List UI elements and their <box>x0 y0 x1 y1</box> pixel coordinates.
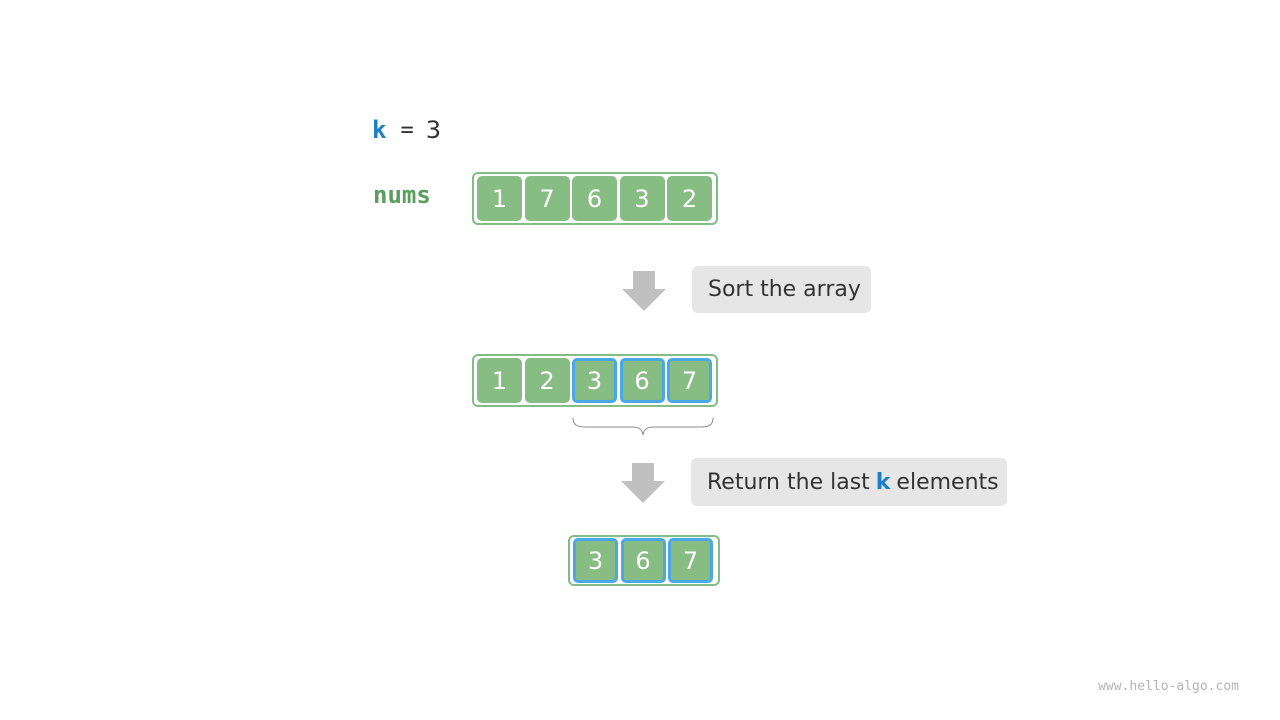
k-value: 3 <box>425 116 441 144</box>
return-step-label: Return the last k elements <box>691 458 1007 506</box>
brace-icon <box>572 417 714 436</box>
array-cell: 7 <box>524 176 570 221</box>
watermark: www.hello-algo.com <box>1098 679 1239 694</box>
k-variable: k <box>372 116 387 144</box>
array-cell: 2 <box>667 176 712 221</box>
array-cell: 6 <box>572 176 617 221</box>
return-step-prefix: Return the last <box>707 469 870 495</box>
sort-step-label: Sort the array <box>692 266 871 313</box>
return-step-suffix: elements <box>896 469 999 495</box>
return-step-k: k <box>875 469 891 495</box>
nums-label: nums <box>373 181 431 209</box>
k-equals-sign: = <box>400 117 414 143</box>
array-cell: 6 <box>619 358 665 403</box>
array-cell: 3 <box>573 538 618 583</box>
array-cell: 7 <box>667 358 712 403</box>
down-arrow-icon <box>622 271 666 311</box>
sort-step-text: Sort the array <box>708 277 861 302</box>
array-cell: 1 <box>477 176 522 221</box>
array-cell: 2 <box>524 358 570 403</box>
array-cell: 6 <box>620 538 666 583</box>
k-definition: k = 3 <box>372 114 441 146</box>
array-cell: 3 <box>572 358 617 403</box>
down-arrow-icon <box>621 463 665 503</box>
array-cell: 7 <box>668 538 713 583</box>
array-cell: 3 <box>619 176 665 221</box>
array-cell: 1 <box>477 358 522 403</box>
